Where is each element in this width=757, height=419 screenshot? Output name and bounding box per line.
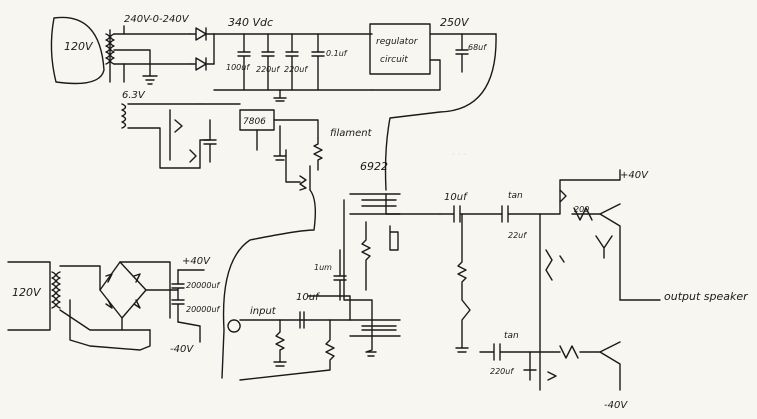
cathode-cap-label: 1um [314, 263, 332, 272]
input-stage [227, 311, 351, 381]
out-neg-rail-label: -40V [604, 400, 628, 411]
tube-6922 [307, 193, 441, 357]
input-cap-label: 10uf [296, 292, 320, 303]
transformer-t1 [50, 16, 191, 85]
coupling-cap-label: 10uf [444, 192, 468, 203]
regulator-7806-label: 7806 [243, 117, 266, 127]
rail-cap1-label: 20000uf [186, 281, 221, 290]
rail-neg-label: -40V [170, 344, 194, 355]
rail-transformer [7, 261, 151, 331]
rail-primary-label: 120V [12, 286, 42, 299]
bias-res-label: 200 [574, 205, 589, 214]
regulator-label-1: regulator [376, 37, 419, 47]
output-filter-cap [455, 33, 469, 73]
out-voltage-label: 250V [440, 16, 470, 29]
tan-bottom-value: 220uf [490, 367, 514, 376]
regulator-circuit [369, 23, 497, 91]
coupling-network [439, 205, 541, 353]
output-stage [479, 169, 661, 391]
rail-ground-loop [69, 299, 151, 351]
t1-secondary-label: 240V-0-240V [124, 14, 190, 25]
rail-pos-label: +40V [182, 256, 211, 267]
bus-voltage-label: 340 Vdc [228, 16, 273, 29]
bridge-rectifier [99, 261, 179, 331]
ht-bus [213, 33, 373, 102]
output-speaker-label: output speaker [664, 290, 749, 303]
tube-label: 6922 [360, 160, 388, 173]
filament-secondary-label: 6.3V [122, 90, 146, 101]
cap1-label: 100uf [226, 63, 250, 72]
tan-bottom-label: tan [504, 331, 519, 341]
t1-primary-label: 120V [64, 40, 94, 53]
b-plus-feed [384, 33, 497, 191]
cap2-label: 220uf [256, 65, 280, 74]
tan-top-value: 22uf [508, 231, 527, 240]
rail-cap2-label: 20000uf [186, 305, 221, 314]
filament-transformer [121, 103, 241, 169]
out-cap-label: 68uf [468, 43, 487, 52]
cap4-label: 0.1uf [326, 49, 348, 58]
tan-top-label: tan [508, 191, 523, 201]
rail-filter-caps [171, 269, 205, 343]
filament-network [221, 137, 323, 379]
rectifier-diodes [189, 27, 215, 71]
filament-label: filament [330, 128, 373, 139]
regulator-7806 [203, 109, 319, 183]
regulator-label-2: circuit [380, 55, 408, 65]
out-pos-rail-label: +40V [620, 170, 649, 181]
input-label: input [250, 306, 277, 317]
cap3-label: 220uf [284, 65, 308, 74]
